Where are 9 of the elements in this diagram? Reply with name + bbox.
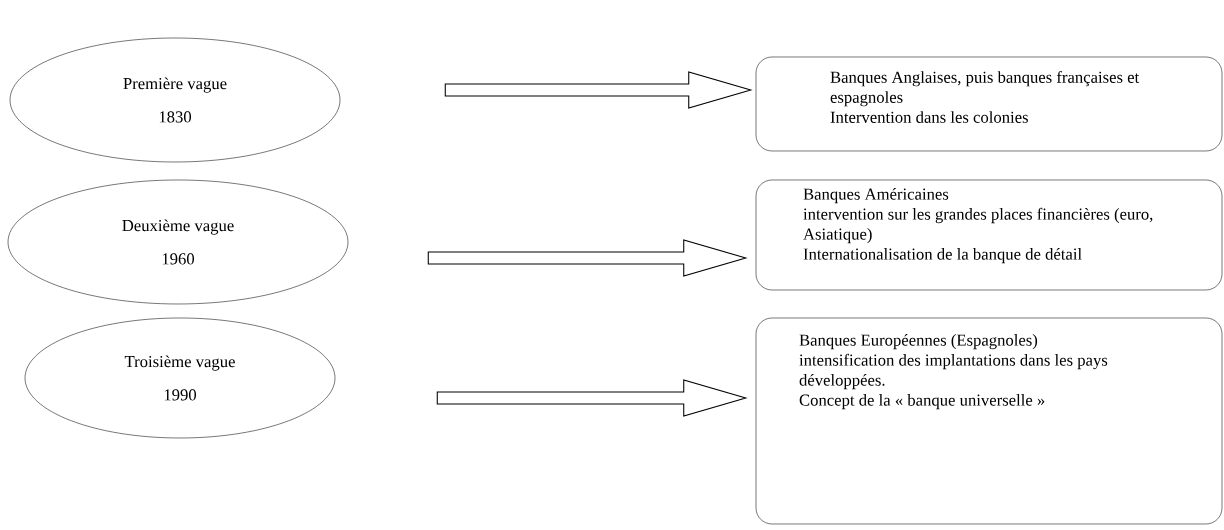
block-arrow <box>444 71 753 109</box>
text-box: Banques Américaines intervention sur les grandes places financières (euro, Asiatique) Internationalisation de la banque de détail <box>755 179 1223 291</box>
block-arrow <box>436 379 748 417</box>
ellipse-node: Troisième vague 1990 <box>24 317 336 439</box>
block-arrow <box>427 239 748 277</box>
ellipse-node: Deuxième vague 1960 <box>7 179 349 305</box>
text-box: Banques Européennes (Espagnoles) intensification des implantations dans les pays développées. Concept de la « banque universelle » <box>755 317 1223 525</box>
ellipse-node: Première vague 1830 <box>9 37 341 163</box>
text-box: Banques Anglaises, puis banques françaises et espagnoles Intervention dans les colonies <box>755 56 1223 152</box>
